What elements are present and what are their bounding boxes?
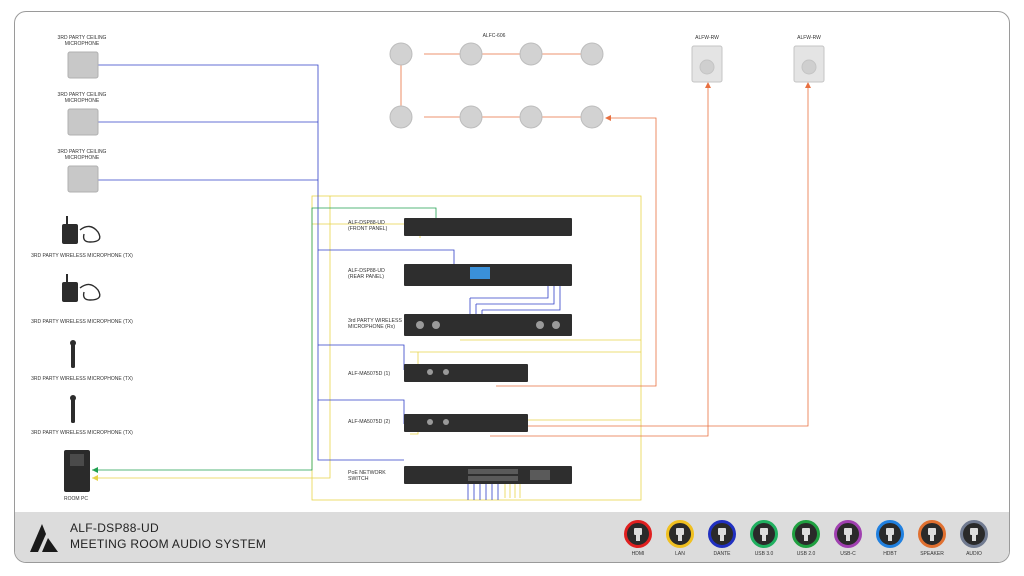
bodypack-transmitters	[62, 216, 101, 302]
ceiling-mic-2-label: 3rd PARTY CEILING MICROPHONE	[57, 92, 107, 104]
legend-item-hdbt: HDBT	[870, 520, 910, 557]
connector-hdbt-icon	[876, 520, 904, 548]
legend-label: HDBT	[883, 551, 897, 557]
legend-item-usb-3-0: USB 3.0	[744, 520, 784, 557]
brand-logo-icon	[30, 524, 58, 552]
connector-usb-2-0-icon	[792, 520, 820, 548]
amp1-dante-line	[318, 344, 405, 370]
rx-audio-line-1	[470, 285, 549, 299]
handheld-2-label: 3rd PARTY WIRELESS MICROPHONE (Tx)	[31, 430, 133, 436]
rack-devices	[404, 218, 572, 484]
wireless-rx-label: 3rd PARTY WIRELESS MICROPHONE (Rx)	[348, 318, 402, 331]
legend-label: USB-C	[840, 551, 856, 557]
ceiling-mic-1-label: 3rd PARTY CEILING MICROPHONE	[57, 35, 107, 47]
poe-switch-label: PoE NETWORK SWITCH	[348, 470, 386, 483]
legend-label: DANTE	[713, 551, 731, 557]
rx-audio-line-2	[476, 285, 555, 305]
amp1-to-ceiling-speakers	[496, 117, 657, 387]
wall-speaker-1-label: ALFW-RW	[695, 35, 719, 41]
handheld-microphones	[70, 340, 76, 423]
legend-label: LAN	[675, 551, 685, 557]
connector-audio-icon	[960, 520, 988, 548]
ceiling-speakers	[389, 42, 604, 129]
bodypack-2-label: 3rd PARTY WIRELESS MICROPHONE (Tx)	[31, 319, 133, 325]
connector-speaker-icon	[918, 520, 946, 548]
legend-item-usb-c: USB-C	[828, 520, 868, 557]
legend-item-dante: DANTE	[702, 520, 742, 557]
bodypack-1-label: 3rd PARTY WIRELESS MICROPHONE (Tx)	[31, 253, 133, 259]
footer-title-system: MEETING ROOM AUDIO SYSTEM	[70, 537, 267, 551]
wall-speakers	[691, 45, 825, 83]
connector-lan-icon	[666, 520, 694, 548]
connector-usb-3-0-icon	[750, 520, 778, 548]
rx-audio-line-3	[482, 285, 561, 311]
legend-item-speaker: SPEAKER	[912, 520, 952, 557]
switch-dante-lines	[467, 482, 499, 500]
legend-label: USB 2.0	[796, 551, 816, 557]
pc-usb-line	[92, 207, 437, 471]
ceiling-speaker-group-label: ALFC-606	[482, 33, 506, 39]
ceiling-mic-3-label: 3rd PARTY CEILING MICROPHONE	[57, 149, 107, 161]
lan-connections	[92, 195, 642, 501]
amp-1-label: ALF-MA5075D (1)	[348, 371, 391, 377]
dsp-rear-label: ALF-DSP88-UD (REAR PANEL)	[348, 268, 385, 281]
legend-label: HDMI	[631, 551, 645, 557]
amp2-to-wall-speaker-2	[496, 86, 809, 427]
ceiling-microphones	[67, 51, 99, 193]
room-pc	[64, 450, 90, 492]
speaker-connections	[400, 53, 809, 437]
handheld-1-label: 3rd PARTY WIRELESS MICROPHONE (Tx)	[31, 376, 133, 382]
amp2-to-wall-speaker-1	[490, 86, 709, 437]
legend-item-lan: LAN	[660, 520, 700, 557]
connector-hdmi-icon	[624, 520, 652, 548]
legend-label: USB 3.0	[754, 551, 774, 557]
legend-item-audio: AUDIO	[954, 520, 994, 557]
dsp-dante-line	[318, 249, 455, 266]
mic1-dante-line	[98, 64, 404, 461]
legend-item-hdmi: HDMI	[618, 520, 658, 557]
lan-boundary-line	[311, 195, 642, 501]
dsp-front-label: ALF-DSP88-UD (FRONT PANEL)	[348, 220, 388, 233]
ceiling-speaker-chain	[400, 53, 581, 118]
footer-title-model: ALF-DSP88-UD	[70, 521, 159, 535]
usb-connections	[92, 207, 437, 471]
room-pc-label: ROOM PC	[64, 496, 88, 502]
legend-label: AUDIO	[966, 551, 982, 557]
pc-lan-line	[92, 196, 331, 479]
connector-usb-c-icon	[834, 520, 862, 548]
legend-label: SPEAKER	[920, 551, 944, 557]
wall-speaker-2-label: ALFW-RW	[797, 35, 821, 41]
amp-2-label: ALF-MA5075D (2)	[348, 419, 391, 425]
legend-item-usb-2-0: USB 2.0	[786, 520, 826, 557]
connector-dante-icon	[708, 520, 736, 548]
